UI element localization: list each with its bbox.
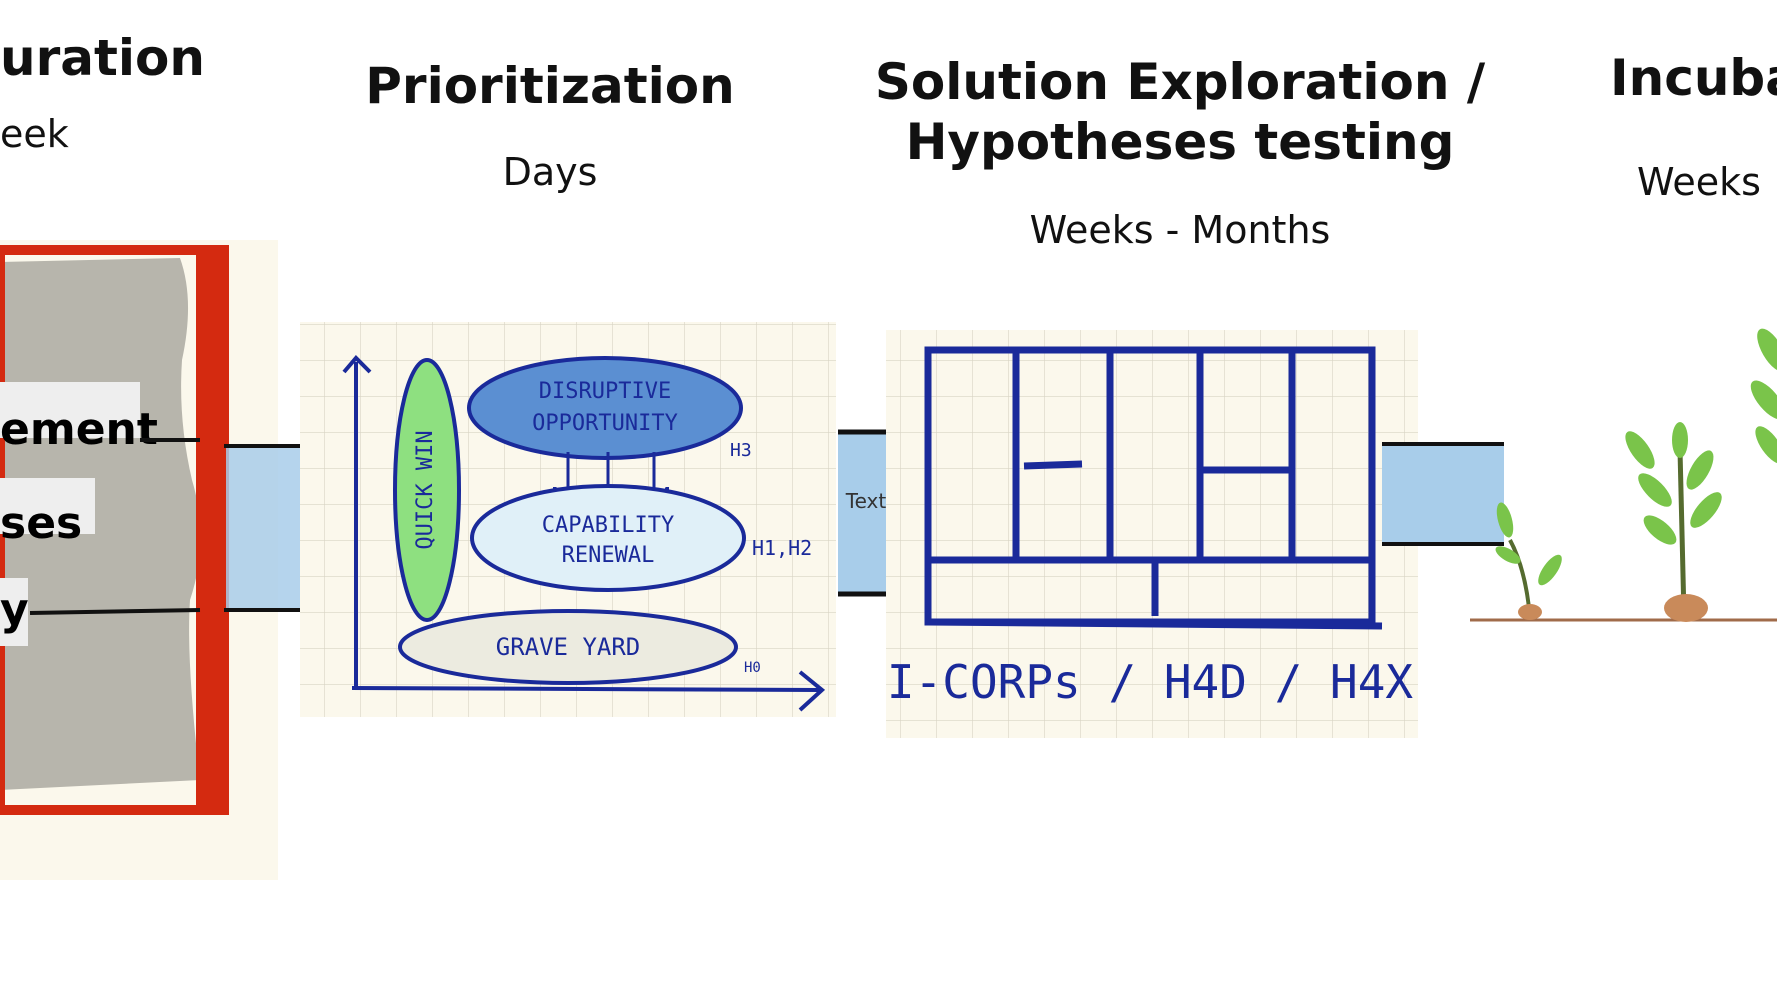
stage-title-incubation: Incuba	[1610, 48, 1777, 108]
canvas-grid-drawing	[924, 346, 1383, 630]
graveyard-ellipse	[398, 609, 738, 685]
stage-title-line: Prioritization	[365, 57, 735, 115]
stage-title-line: Hypotheses testing	[905, 113, 1455, 171]
label-box	[0, 578, 28, 646]
prioritization-sketch: QUICK WIN DISRUPTIVE OPPORTUNITY H3 CAPA…	[300, 322, 836, 717]
curation-label: ement	[0, 404, 158, 455]
x-axis-arrow	[351, 686, 821, 692]
quick-win-label: QUICK WIN	[413, 430, 438, 549]
pipe-connector	[1382, 442, 1504, 546]
stage-title-prioritization: Prioritization	[340, 56, 760, 116]
horizon-tag: H3	[730, 440, 752, 461]
horizon-tag: H1,H2	[752, 536, 812, 560]
capability-ellipse	[470, 484, 746, 592]
sprout-icon	[1495, 502, 1562, 620]
quick-win-ellipse	[393, 358, 461, 622]
disruptive-ellipse	[467, 356, 743, 460]
capability-label: RENEWAL	[562, 543, 655, 568]
label-box	[0, 478, 95, 534]
disruptive-label: OPPORTUNITY	[532, 411, 678, 436]
larger-plant-icon	[1750, 328, 1777, 464]
label-box	[0, 382, 140, 438]
stage-title-solution: Solution Exploration / Hypotheses testin…	[860, 52, 1500, 172]
stage-subtitle-curation: eek	[0, 112, 69, 156]
solution-sketch: I-CORPs / H4D / H4X	[886, 330, 1418, 738]
incubation-plants	[1470, 328, 1777, 622]
curation-label: ses	[0, 498, 82, 549]
stage-title-line: uration	[0, 29, 205, 87]
stage-title-line: Incuba	[1610, 49, 1777, 107]
stage-title-curation: uration	[0, 28, 205, 88]
pipe-connector: Text	[838, 429, 887, 597]
red-frame-edge	[196, 250, 224, 810]
stage-title-line: Solution Exploration /	[874, 53, 1486, 111]
curation-label: y	[0, 584, 29, 635]
disruptive-label: DISRUPTIVE	[539, 379, 671, 404]
graveyard-label: GRAVE YARD	[496, 633, 641, 661]
connector-text: Text	[845, 489, 887, 513]
solution-caption: I-CORPs / H4D / H4X	[887, 655, 1413, 709]
stage-subtitle-prioritization: Days	[502, 150, 598, 194]
capability-label: CAPABILITY	[542, 513, 674, 538]
stage-subtitle-incubation: Weeks	[1637, 160, 1761, 204]
stage-subtitle-solution: Weeks - Months	[1029, 208, 1331, 252]
young-plant-icon	[1625, 422, 1722, 622]
horizon-tag: H0	[744, 660, 761, 676]
grid-paper	[886, 330, 1418, 738]
